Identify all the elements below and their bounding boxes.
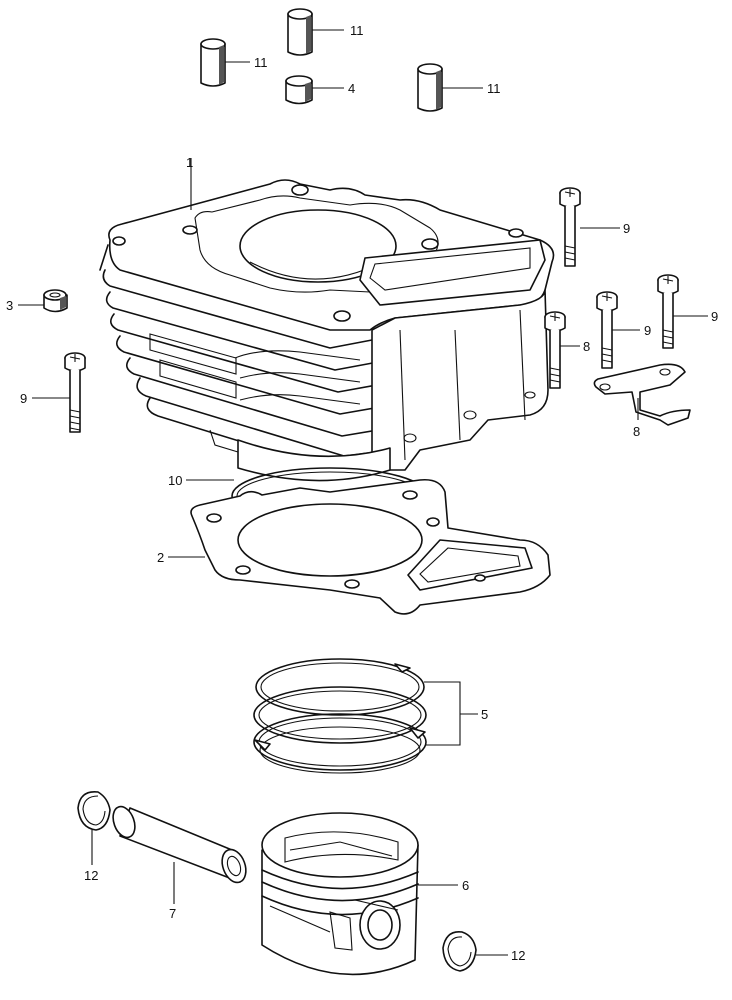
dowel-pin-top [287, 8, 313, 56]
callout-3: 3 [6, 298, 13, 313]
bushing-short [285, 75, 313, 105]
piston [261, 812, 419, 976]
cylinder-block [99, 179, 555, 482]
circlip-left [77, 791, 111, 831]
leader-lines [18, 29, 708, 956]
callout-11-left: 11 [254, 55, 268, 70]
cylinder-base-gasket [190, 478, 551, 615]
callout-6: 6 [462, 878, 469, 893]
callout-10: 10 [168, 473, 182, 488]
callout-7: 7 [169, 906, 176, 921]
callout-4: 4 [348, 81, 355, 96]
callout-9-mid-right: 9 [644, 323, 651, 338]
callout-12-left: 12 [84, 868, 98, 883]
callout-8-upper: 8 [583, 339, 590, 354]
bolt-right-a [596, 291, 618, 369]
callout-11-top: 11 [350, 23, 364, 38]
callout-12-right: 12 [511, 948, 525, 963]
callout-8-lower: 8 [633, 424, 640, 439]
cable-clamp-bracket [593, 363, 691, 426]
dowel-pin-right [417, 63, 443, 112]
circlip-right [442, 931, 477, 972]
bolt-right-b [657, 274, 679, 349]
bolt-mid-right [544, 311, 566, 389]
callout-9-top-right: 9 [623, 221, 630, 236]
spacer-collar [43, 289, 68, 313]
dowel-pin-left [200, 38, 226, 87]
callout-9-far-right: 9 [711, 309, 718, 324]
callout-5: 5 [481, 707, 488, 722]
piston-ring-set [253, 658, 427, 774]
bolt-left [64, 352, 86, 433]
callout-2: 2 [157, 550, 164, 565]
callout-9-left: 9 [20, 391, 27, 406]
callout-1: 1 [186, 155, 193, 170]
bolt-top-right [559, 187, 581, 267]
callout-11-right: 11 [487, 81, 501, 96]
piston-pin [112, 805, 247, 884]
callout-labels: 11 11 4 11 1 3 9 8 9 9 9 8 10 2 5 6 7 12… [6, 23, 718, 963]
